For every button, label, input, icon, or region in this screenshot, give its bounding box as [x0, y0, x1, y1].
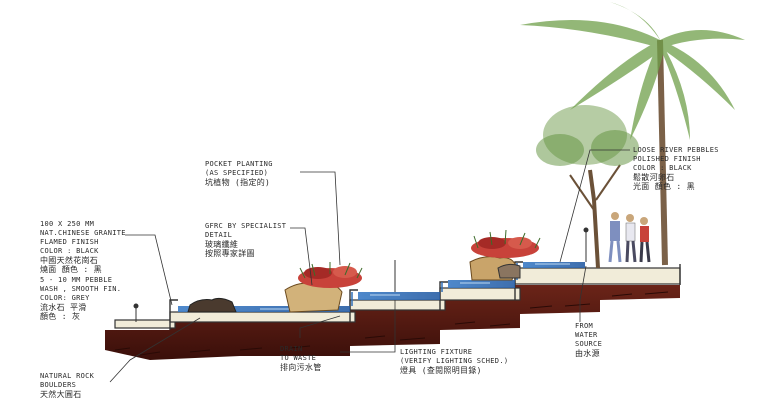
lighting-line-1: LIGHTING FIXTURE [400, 348, 473, 356]
leader-lines [109, 149, 630, 383]
label-river-pebbles: LOOSE RIVER PEBBLES POLISHED FINISH COLO… [633, 146, 719, 191]
gfrc-zh-1: 玻璃纖維 [205, 240, 239, 249]
soil-hatching [114, 291, 669, 356]
label-pebble: 5 - 10 MM PEBBLE WASH , SMOOTH FIN. COLO… [40, 276, 121, 321]
drain-line-1: DRAIN [280, 345, 303, 353]
river-pebbles-zh-1: 鬆散河卵石 [633, 173, 675, 182]
from-water-zh-1: 由水源 [575, 349, 600, 358]
granite-line-1: 100 X 250 MM [40, 220, 95, 228]
label-pocket-planting: POCKET PLANTING (AS SPECIFIED) 坑植物 (指定的) [205, 160, 273, 187]
soil-mass [105, 285, 680, 360]
granite-line-3: FLAMED FINISH [40, 238, 99, 246]
river-pebbles-zh-2: 光面 顏色 : 黑 [633, 182, 695, 191]
label-natural-rock: NATURAL ROCK BOULDERS 天然大圓石 [40, 372, 94, 399]
gfrc-line-1: GFRC BY SPECIALIST [205, 222, 287, 230]
pebble-line-2: WASH , SMOOTH FIN. [40, 285, 122, 293]
from-water-line-2: WATER [575, 331, 598, 339]
label-drain: DRAIN TO WASTE 排向污水管 [280, 345, 322, 372]
gfrc-line-2: DETAIL [205, 231, 233, 239]
natural-rock-line-1: NATURAL ROCK [40, 372, 95, 380]
lighting-zh-1: 燈具 (查閱照明目錄) [400, 366, 482, 375]
lighting-fixtures [133, 227, 589, 322]
people-figures [608, 212, 651, 263]
river-pebbles-line-1: LOOSE RIVER PEBBLES [633, 146, 719, 154]
pebble-zh-2: 顏色 : 灰 [40, 312, 81, 321]
pebble-line-3: COLOR: GREY [40, 294, 90, 302]
pebble-line-1: 5 - 10 MM PEBBLE [40, 276, 113, 284]
pocket-planting-zh-1: 坑植物 (指定的) [205, 178, 271, 187]
label-lighting: LIGHTING FIXTURE (VERIFY LIGHTING SCHED.… [400, 348, 508, 375]
natural-rock-line-2: BOULDERS [40, 381, 77, 389]
granite-zh-2: 燒面 顏色 : 黑 [40, 265, 102, 274]
gfrc-zh-2: 按照專家詳圖 [205, 249, 255, 258]
natural-rock-boulders [187, 256, 521, 313]
drain-line-2: TO WASTE [280, 354, 317, 362]
deciduous-tree [536, 105, 639, 269]
pocket-planting-line-2: (AS SPECIFIED) [205, 169, 269, 177]
label-granite: 100 X 250 MM NAT.CHINESE GRANITE FLAMED … [40, 220, 126, 274]
granite-line-4: COLOR : BLACK [40, 247, 99, 255]
natural-rock-zh-1: 天然大圓石 [40, 390, 82, 399]
label-from-water: FROM WATER SOURCE 由水源 [575, 322, 602, 358]
river-pebbles-line-3: COLOR : BLACK [633, 164, 692, 172]
drain-zh-1: 排向污水管 [280, 363, 322, 372]
from-water-line-3: SOURCE [575, 340, 603, 348]
pebble-zh-1: 流水石 平滑 [40, 303, 87, 312]
palm-tree [520, 2, 745, 266]
granite-line-2: NAT.CHINESE GRANITE [40, 229, 126, 237]
granite-zh-1: 中國天然花崗石 [40, 256, 99, 265]
pocket-planting-line-1: POCKET PLANTING [205, 160, 273, 168]
lighting-line-2: (VERIFY LIGHTING SCHED.) [400, 357, 509, 365]
river-pebbles-line-2: POLISHED FINISH [633, 155, 701, 163]
label-gfrc: GFRC BY SPECIALIST DETAIL 玻璃纖維 按照專家詳圖 [205, 222, 286, 258]
from-water-line-1: FROM [575, 322, 594, 330]
pocket-planting-shrubs [298, 229, 541, 288]
